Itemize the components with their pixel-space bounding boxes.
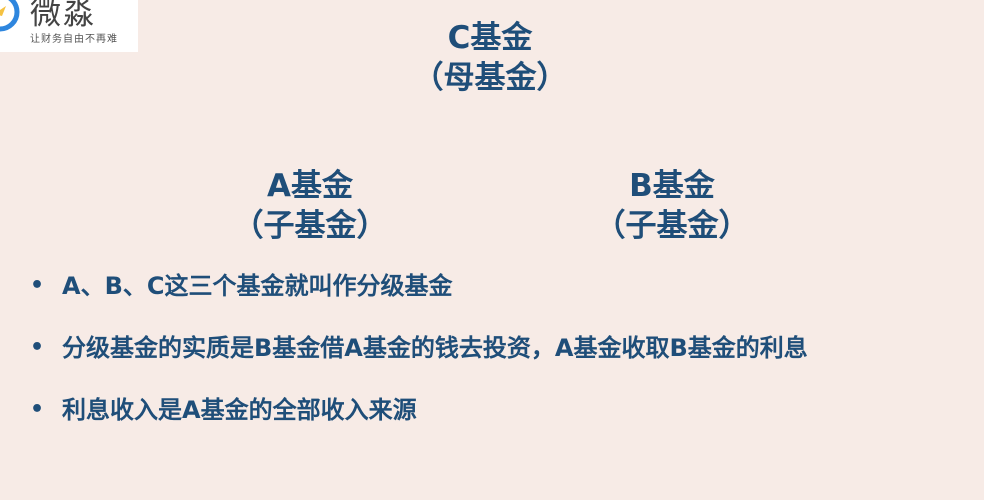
logo-slogan: 让财务自由不再难 bbox=[30, 34, 118, 45]
bullet-dot-icon: • bbox=[30, 273, 45, 298]
bullet-dot-icon: • bbox=[30, 397, 45, 422]
child-fund-a-role: （子基金） bbox=[232, 208, 388, 244]
brand-logo: 微淼 让财务自由不再难 bbox=[0, 0, 138, 52]
logo-circle-icon bbox=[0, 0, 20, 32]
logo-name: 微淼 bbox=[30, 0, 96, 32]
bullet-dot-icon: • bbox=[30, 335, 45, 360]
bullet-text: 利息收入是A基金的全部收入来源 bbox=[62, 396, 417, 424]
parent-fund-role: （母基金） bbox=[412, 60, 568, 96]
bullet-text: A、B、C这三个基金就叫作分级基金 bbox=[62, 272, 453, 300]
bullet-item: • A、B、C这三个基金就叫作分级基金 bbox=[30, 268, 808, 304]
bullet-list: • A、B、C这三个基金就叫作分级基金 • 分级基金的实质是B基金借A基金的钱去… bbox=[30, 268, 808, 454]
parent-fund-name: C基金 bbox=[447, 20, 533, 56]
child-fund-b-name: B基金 bbox=[629, 168, 715, 204]
child-fund-b-node: B基金 （子基金） bbox=[562, 166, 782, 246]
bullet-item: • 分级基金的实质是B基金借A基金的钱去投资，A基金收取B基金的利息 bbox=[30, 330, 808, 366]
parent-fund-node: C基金 （母基金） bbox=[380, 18, 600, 98]
child-fund-b-role: （子基金） bbox=[594, 208, 750, 244]
child-fund-a-node: A基金 （子基金） bbox=[200, 166, 420, 246]
child-fund-a-name: A基金 bbox=[267, 168, 353, 204]
bullet-item: • 利息收入是A基金的全部收入来源 bbox=[30, 392, 808, 428]
bullet-text: 分级基金的实质是B基金借A基金的钱去投资，A基金收取B基金的利息 bbox=[62, 334, 808, 362]
